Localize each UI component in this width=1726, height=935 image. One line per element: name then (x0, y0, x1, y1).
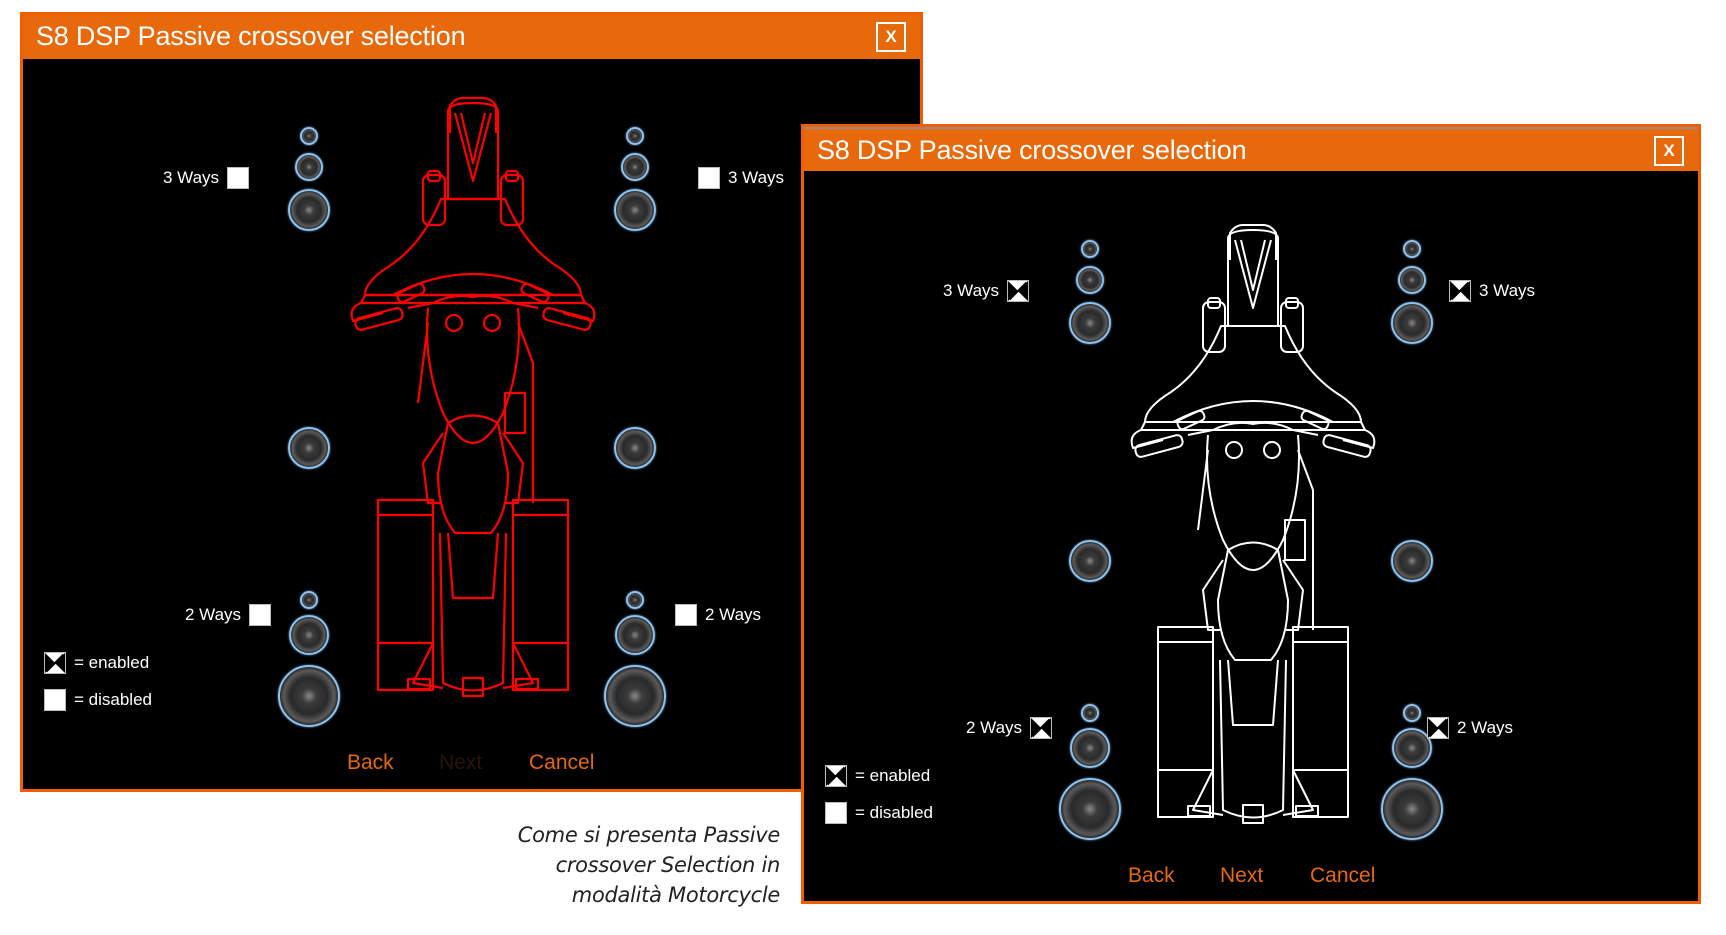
rear-right-tweeter-icon (1403, 704, 1421, 722)
front-left-woofer-icon (1069, 302, 1111, 344)
option-label: 3 Ways (728, 168, 785, 187)
front-left-midrange-icon (1076, 266, 1104, 294)
front-right-midrange-icon (621, 153, 649, 181)
motorcycle-outline-icon (1130, 224, 1376, 824)
middle-left-speaker-icon (1069, 540, 1111, 582)
option-label: 3 Ways (163, 168, 220, 187)
rear-right-2-ways-option[interactable]: 2 Ways (1427, 717, 1513, 739)
legend-disabled-label: = disabled (74, 690, 152, 709)
rear-left-2-ways-checkbox[interactable] (1030, 717, 1053, 739)
rear-right-2-ways-checkbox[interactable] (675, 604, 697, 626)
rear-right-midrange-icon (615, 615, 655, 655)
option-label: 2 Ways (185, 605, 242, 624)
front-right-3-ways-checkbox[interactable] (698, 167, 720, 189)
rear-right-midrange-icon (1392, 728, 1432, 768)
middle-left-speaker-icon (288, 427, 330, 469)
option-label: 2 Ways (1457, 718, 1514, 737)
front-left-tweeter-icon (1081, 240, 1099, 258)
legend-enabled: = enabled (825, 765, 930, 787)
dialog-title: S8 DSP Passive crossover selection (817, 135, 1247, 165)
front-left-3-ways-option[interactable]: 3 Ways (943, 280, 1030, 302)
title-bar[interactable]: S8 DSP Passive crossover selection X (804, 127, 1698, 171)
front-right-tweeter-icon (1403, 240, 1421, 258)
unchecked-checkbox-icon (44, 689, 66, 711)
front-left-3-ways-checkbox[interactable] (227, 167, 250, 189)
dialog-title: S8 DSP Passive crossover selection (36, 21, 466, 51)
option-label: 2 Ways (705, 605, 762, 624)
close-button[interactable]: X (876, 22, 906, 52)
next-button[interactable]: Next (439, 751, 483, 774)
motorcycle-outline-icon (350, 96, 596, 698)
close-button[interactable]: X (1654, 136, 1684, 166)
front-left-3-ways-checkbox[interactable] (1007, 280, 1030, 302)
option-label: 3 Ways (1479, 281, 1536, 300)
legend-enabled-label: = enabled (855, 766, 931, 785)
rear-left-woofer-icon (278, 665, 340, 727)
rear-left-2-ways-option[interactable]: 2 Ways (966, 717, 1053, 739)
rear-right-2-ways-option[interactable]: 2 Ways (675, 604, 761, 626)
legend-disabled-label: = disabled (855, 803, 933, 822)
checked-checkbox-icon (44, 652, 66, 674)
front-right-woofer-icon (1391, 302, 1433, 344)
legend-enabled: = enabled (44, 652, 149, 674)
caption-line: crossover Selection in (555, 853, 781, 877)
legend-disabled: = disabled (825, 802, 933, 824)
rear-left-2-ways-option[interactable]: 2 Ways (185, 604, 272, 626)
option-label: 2 Ways (966, 718, 1023, 737)
rear-left-2-ways-checkbox[interactable] (249, 604, 272, 626)
front-right-tweeter-icon (626, 127, 644, 145)
cancel-button[interactable]: Cancel (1310, 864, 1376, 887)
front-right-3-ways-option[interactable]: 3 Ways (1449, 280, 1535, 302)
cancel-button[interactable]: Cancel (529, 751, 595, 774)
caption-line: modalità Motorcycle (571, 883, 781, 907)
back-button[interactable]: Back (347, 751, 394, 774)
rear-left-midrange-icon (289, 615, 329, 655)
next-button[interactable]: Next (1220, 864, 1264, 887)
front-right-3-ways-option[interactable]: 3 Ways (698, 167, 784, 189)
caption: Come si presenta Passive crossover Selec… (450, 820, 781, 910)
front-left-tweeter-icon (300, 127, 318, 145)
front-left-woofer-icon (288, 189, 330, 231)
rear-left-tweeter-icon (1081, 704, 1099, 722)
front-left-3-ways-option[interactable]: 3 Ways (163, 167, 250, 189)
rear-right-woofer-icon (1381, 778, 1443, 840)
legend-enabled-label: = enabled (74, 653, 150, 672)
rear-right-woofer-icon (604, 665, 666, 727)
front-right-midrange-icon (1398, 266, 1426, 294)
back-button[interactable]: Back (1128, 864, 1175, 887)
rear-right-2-ways-checkbox[interactable] (1427, 717, 1449, 739)
rear-left-tweeter-icon (300, 591, 318, 609)
rear-right-tweeter-icon (626, 591, 644, 609)
title-bar[interactable]: S8 DSP Passive crossover selection X (23, 15, 920, 59)
legend-disabled: = disabled (44, 689, 152, 711)
middle-right-speaker-icon (614, 427, 656, 469)
checked-checkbox-icon (825, 765, 847, 787)
middle-right-speaker-icon (1391, 540, 1433, 582)
rear-left-midrange-icon (1070, 728, 1110, 768)
crossover-dialog-motorcycle-disabled: S8 DSP Passive crossover selection X (20, 12, 923, 792)
front-left-midrange-icon (295, 153, 323, 181)
rear-left-woofer-icon (1059, 778, 1121, 840)
front-right-3-ways-checkbox[interactable] (1449, 280, 1471, 302)
caption-line: Come si presenta Passive (517, 823, 781, 847)
option-label: 3 Ways (943, 281, 1000, 300)
crossover-dialog-motorcycle-enabled: S8 DSP Passive crossover selection X (801, 124, 1701, 904)
front-right-woofer-icon (614, 189, 656, 231)
unchecked-checkbox-icon (825, 802, 847, 824)
